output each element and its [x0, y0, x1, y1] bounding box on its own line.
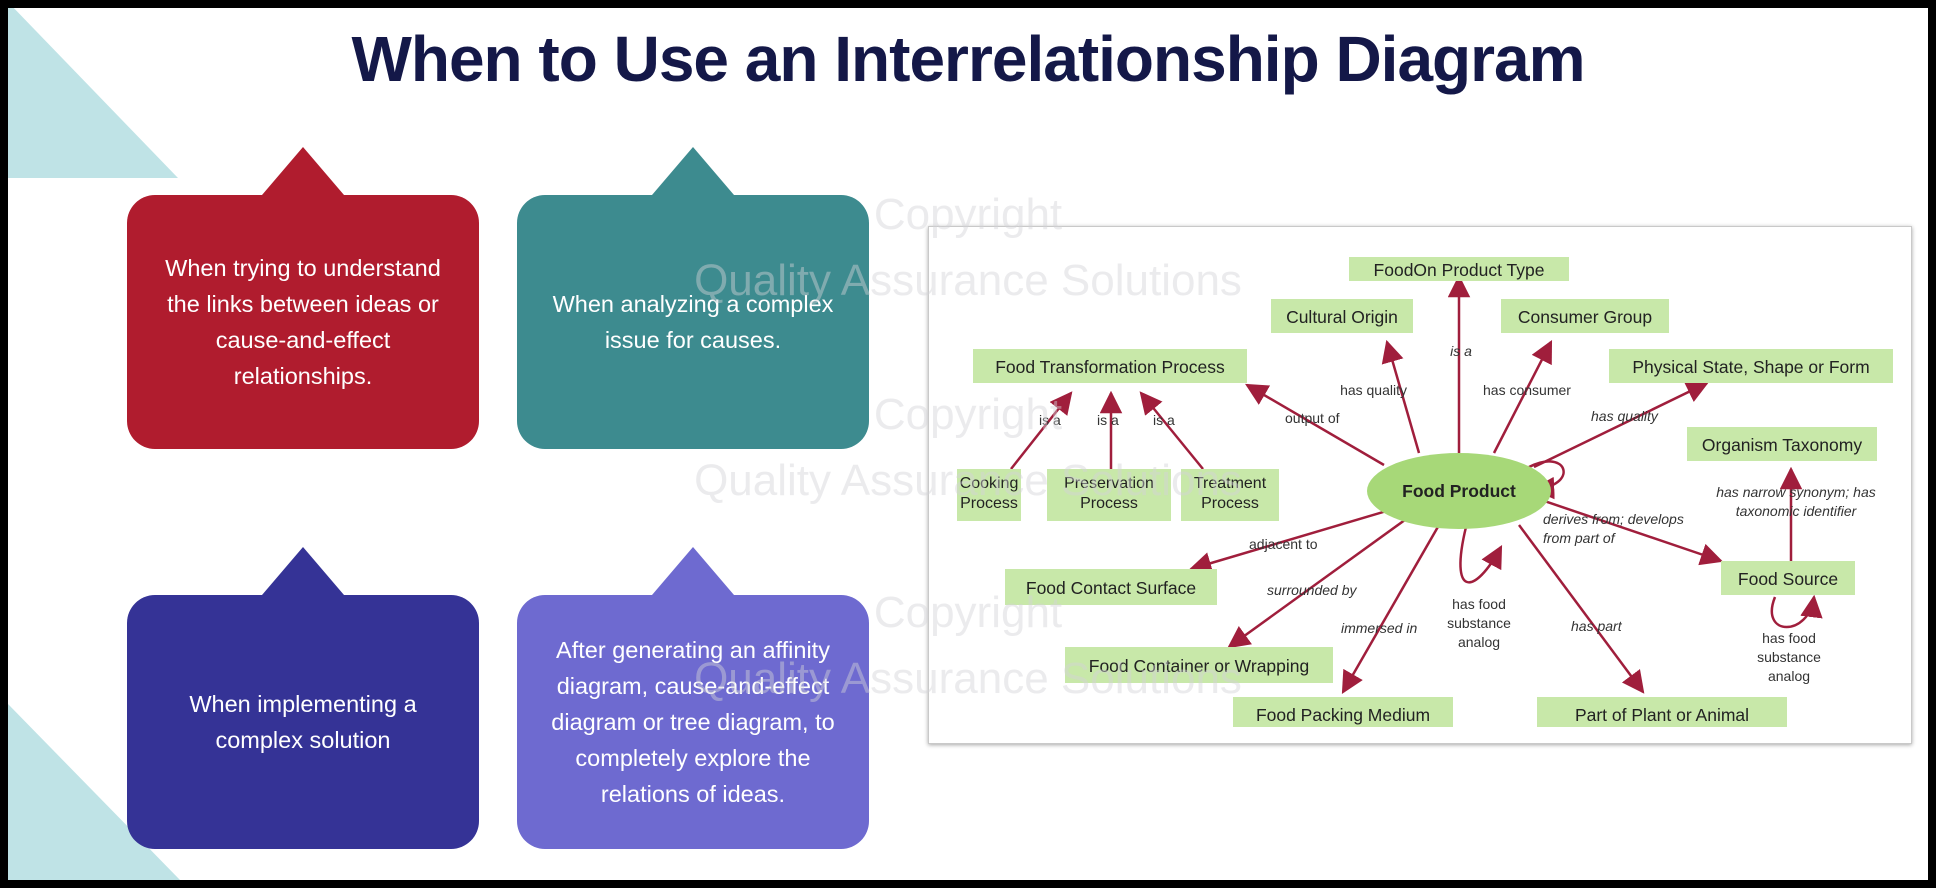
node-cooking-process: Cooking Process [959, 475, 1019, 512]
callout-card-solution: When implementing a complex solution [127, 547, 479, 849]
diagram-nodes: FoodOn Product Type Cultural Origin Cons… [957, 257, 1893, 727]
node-food-contact-surface: Food Contact Surface [1026, 578, 1196, 598]
edge-label-derives-from: derives from; develops from part of [1543, 511, 1684, 546]
page-title: When to Use an Interrelationship Diagram [351, 23, 1585, 95]
callout-text: When implementing a complex solution [189, 691, 417, 753]
callout-text: After generating an affinity diagram, ca… [551, 637, 835, 807]
callout-card-links: When trying to understand the links betw… [127, 147, 479, 449]
corner-triangle-decoration [8, 8, 178, 178]
edge-label-analog-2: has food substance analog [1757, 630, 1821, 684]
edge-label-has-quality: has quality [1340, 382, 1407, 398]
edge-label-is-a: is a [1450, 343, 1472, 359]
node-foodon-product-type: FoodOn Product Type [1374, 260, 1545, 280]
node-cultural-origin: Cultural Origin [1286, 307, 1398, 327]
edge-label-is-a-cooking: is a [1039, 412, 1061, 428]
node-organism-taxonomy: Organism Taxonomy [1702, 435, 1862, 455]
edge-label-is-a-preservation: is a [1097, 412, 1119, 428]
node-preservation-process: Preservation Process [1064, 475, 1154, 512]
edge-label-is-a-treatment: is a [1153, 412, 1175, 428]
edge-label-immersed-in: immersed in [1341, 620, 1417, 636]
node-food-container-wrapping: Food Container or Wrapping [1089, 656, 1310, 676]
node-treatment-process: Treatment Process [1193, 475, 1267, 512]
callout-text: When trying to understand the links betw… [165, 255, 441, 389]
edge-label-has-part: has part [1571, 618, 1623, 634]
node-food-packing-medium: Food Packing Medium [1256, 705, 1430, 725]
diagram-edges [1010, 274, 1823, 694]
edge-label-has-consumer: has consumer [1483, 382, 1571, 398]
diagram-canvas: FoodOn Product Type Cultural Origin Cons… [957, 257, 1893, 727]
edge-label-adjacent-to: adjacent to [1249, 536, 1318, 552]
edge-label-analog-1: has food substance analog [1447, 596, 1511, 650]
edge-label-output-of: output of [1285, 410, 1340, 426]
node-food-source: Food Source [1738, 569, 1838, 589]
node-physical-state: Physical State, Shape or Form [1632, 357, 1869, 377]
callout-text: When analyzing a complex issue for cause… [552, 291, 834, 353]
node-part-of-plant-animal: Part of Plant or Animal [1575, 705, 1749, 725]
diagram-edge-labels: is a has quality has consumer output of … [1039, 343, 1876, 684]
node-food-transformation-process: Food Transformation Process [995, 357, 1225, 377]
interrelationship-diagram: FoodOn Product Type Cultural Origin Cons… [928, 226, 1912, 744]
edge-label-narrow-synonym: has narrow synonym; has taxonomic identi… [1716, 484, 1876, 519]
node-food-product-center: Food Product [1402, 481, 1516, 501]
callout-card-affinity: After generating an affinity diagram, ca… [517, 547, 869, 849]
node-consumer-group: Consumer Group [1518, 307, 1652, 327]
callout-card-causes: When analyzing a complex issue for cause… [517, 147, 869, 449]
edge-label-has-quality-2: has quality [1591, 408, 1659, 424]
edge-label-surrounded-by: surrounded by [1267, 582, 1358, 598]
slide: When to Use an Interrelationship Diagram… [8, 8, 1928, 880]
